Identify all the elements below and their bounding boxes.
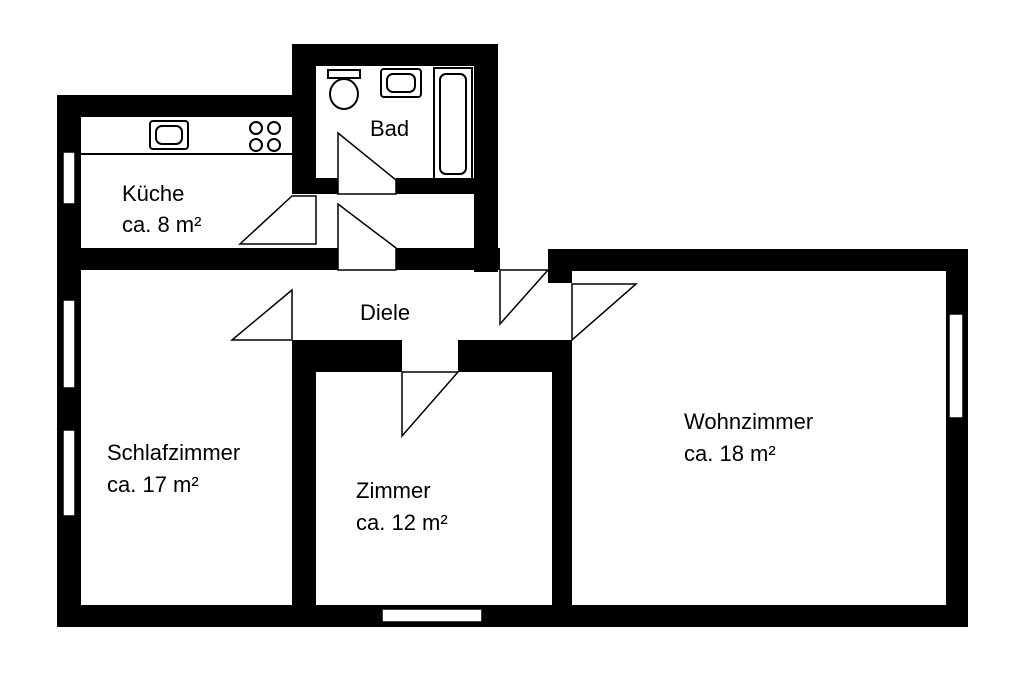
door-zimmer: [401, 371, 460, 438]
wall-right: [946, 249, 968, 627]
door-kitchen: [238, 195, 317, 245]
room-label-zimmer: Zimmer: [356, 478, 431, 503]
wall-living-top: [548, 249, 968, 271]
room-label-wohnzimmer: Wohnzimmer: [684, 409, 813, 434]
wall-kitchen-right: [292, 117, 316, 194]
wall-hall-bottom-right: [458, 340, 570, 372]
wall-top-left: [57, 95, 297, 117]
wall-bath-bottom-right: [396, 178, 496, 194]
stove-burner: [267, 121, 281, 135]
room-area-wohnzimmer: ca. 18 m²: [684, 441, 776, 466]
stove-burner: [249, 138, 263, 152]
walls: [57, 44, 968, 627]
room-label-bad: Bad: [370, 116, 409, 141]
door-swings: [229, 131, 638, 438]
wall-bottom: [57, 605, 968, 627]
wall-zimmer-right: [552, 340, 572, 627]
kitchen-sink: [149, 120, 189, 150]
bathtub-inner: [439, 73, 467, 175]
stove-burner: [249, 121, 263, 135]
door-living-2: [571, 283, 638, 342]
room-label-schlafzimmer: Schlafzimmer: [107, 440, 240, 465]
room-area-schlafzimmer: ca. 17 m²: [107, 472, 199, 497]
wall-bath-top: [292, 44, 496, 66]
wall-hall-top-left: [292, 248, 338, 270]
toilet-bowl: [329, 78, 359, 110]
bath-sink: [380, 68, 422, 98]
window-bedroom-2: [62, 429, 76, 517]
door-bedroom: [229, 288, 293, 341]
wall-living-left-top: [548, 249, 572, 283]
door-hall-left: [337, 202, 397, 271]
room-area-zimmer: ca. 12 m²: [356, 510, 448, 535]
door-bath: [337, 131, 397, 195]
bathtub: [433, 67, 473, 181]
wall-bath-right: [474, 44, 498, 272]
room-area-kueche: ca. 8 m²: [122, 212, 201, 237]
window-living: [948, 313, 964, 419]
room-label-diele: Diele: [360, 300, 410, 325]
windows: [62, 151, 964, 623]
wall-kitchen-bottom: [57, 248, 315, 270]
window-bedroom-1: [62, 299, 76, 389]
wall-bedroom-right: [292, 340, 316, 627]
wall-hall-top-right: [396, 248, 500, 270]
bath-fixtures: [327, 67, 473, 181]
stove-burner: [267, 138, 281, 152]
window-kitchen: [62, 151, 76, 205]
kitchen-sink-bowl: [155, 125, 183, 145]
kitchen-fixtures: [81, 120, 292, 155]
room-label-kueche: Küche: [122, 181, 184, 206]
door-living-1: [499, 269, 550, 326]
bath-sink-bowl: [386, 73, 416, 93]
window-zimmer: [381, 608, 483, 623]
toilet-tank: [327, 69, 361, 79]
